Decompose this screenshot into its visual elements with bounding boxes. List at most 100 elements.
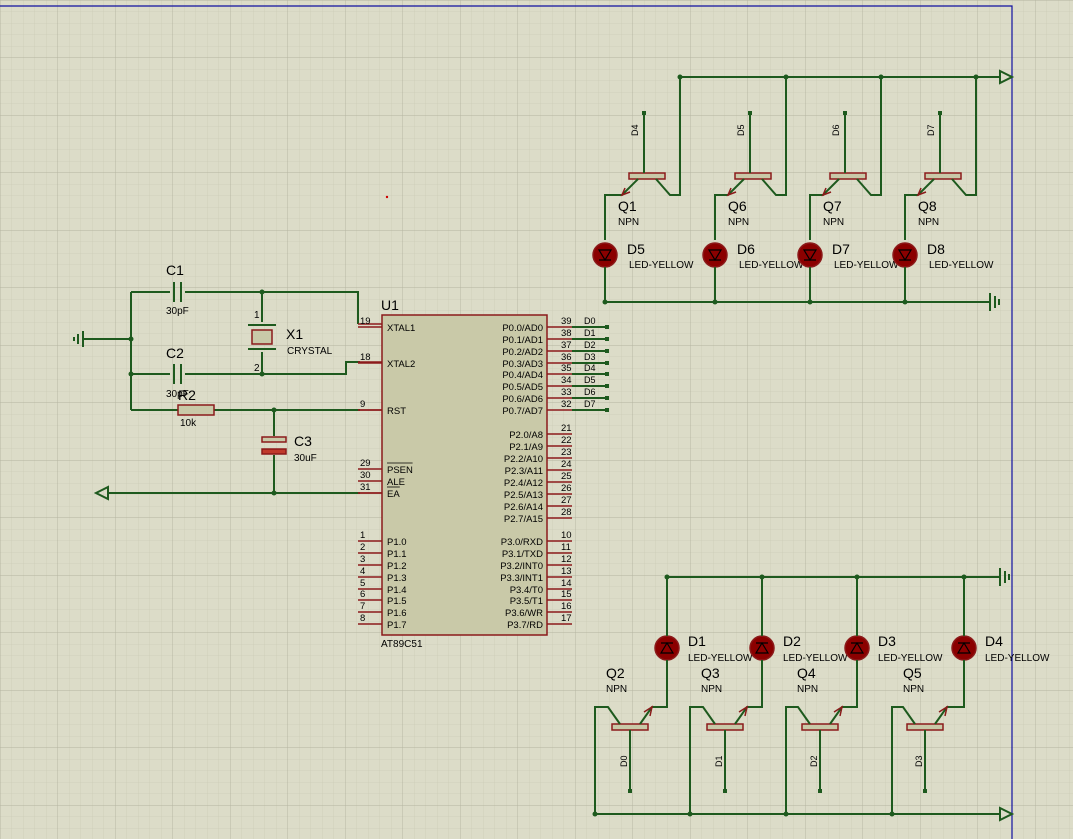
pin-label: P2.5/A13 [504, 490, 543, 501]
mcu-pin-p1-1[interactable]: 2P1.1 [358, 542, 407, 560]
pin-label: P2.6/A14 [504, 502, 543, 513]
ground-symbol-left[interactable] [73, 331, 131, 347]
mcu-pin-p1-5[interactable]: 6P1.5 [358, 589, 407, 607]
pin-number: 22 [561, 435, 572, 446]
power-terminal-left[interactable] [93, 485, 109, 501]
pin-label: P0.3/AD3 [502, 359, 543, 370]
pin-label: P3.3/INT1 [500, 573, 543, 584]
pin-label: ALE [387, 477, 405, 488]
led-value: LED-YELLOW [878, 653, 943, 664]
crystal-x1[interactable]: X1 CRYSTAL 1 2 [248, 292, 333, 375]
transistor-ref: Q3 [701, 665, 720, 681]
pin-label: P1.2 [387, 561, 407, 572]
ground-symbol-bottom[interactable] [999, 568, 1010, 586]
pin-label: P1.4 [387, 585, 407, 596]
pin-label: P0.1/AD1 [502, 335, 543, 346]
mcu-pin-p1-3[interactable]: 4P1.3 [358, 566, 407, 584]
capacitor-c1[interactable]: C1 30pF [166, 262, 189, 317]
mcu-pin-p1-7[interactable]: 8P1.7 [358, 613, 407, 631]
c3-ref: C3 [294, 433, 312, 449]
mcu-u1[interactable]: U1 AT89C51 19XTAL118XTAL29RST29PSEN30ALE… [358, 297, 609, 650]
led-ref: D4 [985, 633, 1003, 649]
pin-label: P3.5/T1 [510, 596, 543, 607]
transistor-type: NPN [618, 217, 639, 228]
transistor-ref: Q2 [606, 665, 625, 681]
ground-symbol-top[interactable] [989, 293, 1000, 311]
pin-number: 7 [360, 601, 365, 612]
mcu-pin-p1-2[interactable]: 3P1.2 [358, 554, 407, 572]
mcu-pin-p1-0[interactable]: 1P1.0 [358, 530, 407, 548]
resistor-r2[interactable]: R2 10k [177, 387, 215, 429]
power-terminal-bottom[interactable] [999, 806, 1015, 822]
pin-number: 17 [561, 613, 572, 624]
pin-number: 19 [360, 316, 371, 327]
pin-number: 12 [561, 554, 572, 565]
pin-label: P1.0 [387, 537, 407, 548]
pin-label: P3.2/INT0 [500, 561, 543, 572]
led-ref: D1 [688, 633, 706, 649]
pin-number: 39 [561, 316, 572, 327]
net-label: D0 [584, 316, 596, 326]
power-terminal-top[interactable] [999, 69, 1015, 85]
pin-label: P1.3 [387, 573, 407, 584]
base-net-label: D6 [831, 124, 841, 136]
base-net-label: D2 [809, 755, 819, 767]
mcu-pin-p1-6[interactable]: 7P1.6 [358, 601, 407, 619]
pin-number: 33 [561, 387, 572, 398]
capacitor-c3[interactable]: C3 30uF [261, 433, 317, 464]
r2-value: 10k [180, 418, 197, 429]
pin-number: 18 [360, 352, 371, 363]
capacitor-c2[interactable]: C2 30pF [166, 345, 189, 400]
mcu-pin-p1-4[interactable]: 5P1.4 [358, 578, 407, 596]
led-ref: D7 [832, 241, 850, 257]
transistor-ref: Q5 [903, 665, 922, 681]
